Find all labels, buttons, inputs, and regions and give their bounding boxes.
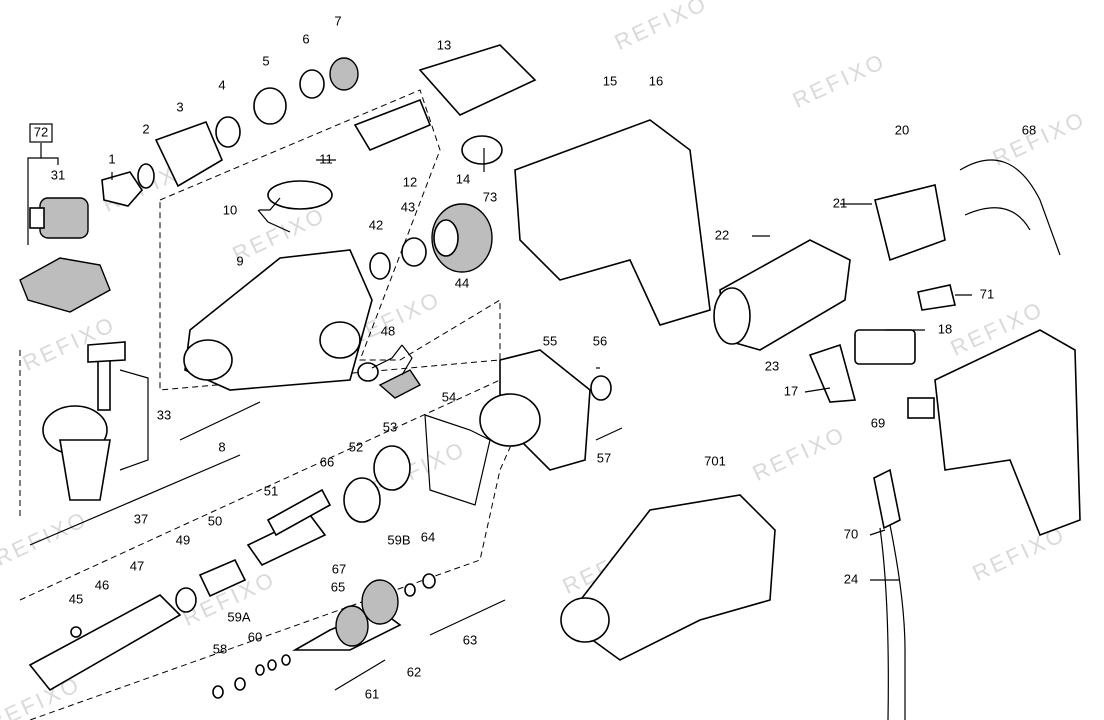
part-number-label: 15: [603, 73, 617, 88]
part-number-label: 701: [704, 453, 726, 468]
watermark-text: REFIXO: [969, 521, 1070, 586]
part-number-label: 50: [208, 513, 222, 528]
chuck-assembly: [19, 171, 144, 313]
part-number-label: 64: [421, 529, 435, 544]
part-number-label: 23: [765, 358, 779, 373]
part-number-label: 6: [302, 31, 309, 46]
part-number-label: 70: [844, 526, 858, 541]
part-number-label: 48: [381, 323, 395, 338]
part-number-label: 58: [213, 641, 227, 656]
part-number-label: 60: [248, 629, 262, 644]
part-number-label: 10: [223, 202, 237, 217]
part-number-label: 31: [51, 167, 65, 182]
part-number-label: 54: [442, 389, 456, 404]
complete-housing-701: [560, 494, 776, 661]
part-number-label: 16: [649, 73, 663, 88]
switch-parts: [808, 284, 956, 419]
power-cord: [873, 468, 906, 720]
part-number-label: 68: [1022, 122, 1036, 137]
part-number-label: 51: [264, 483, 278, 498]
watermark-text: REFIXO: [611, 0, 712, 55]
part-number-label: 5: [262, 53, 269, 68]
part-number-label: 43: [401, 199, 415, 214]
part-number-label: 12: [403, 174, 417, 189]
part-number-label: 53: [383, 419, 397, 434]
part-number-label: 67: [332, 561, 346, 576]
part-number-label: 59B: [387, 532, 410, 547]
part-number-label: 71: [980, 286, 994, 301]
part-number-label: 14: [456, 171, 470, 186]
part-number-label: 69: [871, 415, 885, 430]
bearing-plate: [343, 349, 591, 523]
part-number-label: 22: [715, 227, 729, 242]
part-number-label: 57: [597, 450, 611, 465]
cover-plates: [353, 44, 537, 165]
part-number-label: 20: [895, 122, 909, 137]
part-number-label: 1: [108, 151, 115, 166]
part-number-label: 56: [593, 333, 607, 348]
part-number-label: 2: [142, 121, 149, 136]
part-number-label: 8: [218, 439, 225, 454]
part-number-label: 47: [130, 558, 144, 573]
part-number-label: 18: [938, 321, 952, 336]
small-hardware: [70, 362, 623, 699]
part-number-label: 73: [483, 189, 497, 204]
part-number-label: 7: [334, 13, 341, 28]
part-number-label: 13: [437, 37, 451, 52]
part-number-label: 52: [349, 439, 363, 454]
part-number-label: 24: [844, 571, 858, 586]
spindle-assembly: [28, 488, 332, 692]
part-number-label: 63: [463, 632, 477, 647]
gear: [369, 203, 493, 280]
part-number-label: 45: [69, 591, 83, 606]
side-handle: [29, 341, 261, 546]
part-number-label: 46: [95, 577, 109, 592]
watermark-text: REFIXO: [749, 421, 850, 486]
right-housing: [934, 329, 1081, 537]
leader-lines: [27, 143, 972, 581]
front-rings: [137, 57, 359, 189]
part-number-label: 42: [369, 217, 383, 232]
motor: [713, 159, 1061, 351]
gear-cluster: [291, 579, 402, 691]
part-number-label: 49: [176, 532, 190, 547]
part-number-label: 3: [176, 99, 183, 114]
label-box-72: [29, 123, 53, 143]
part-number-label: 11: [319, 151, 333, 166]
part-number-label: 61: [365, 686, 379, 701]
gear-housing: [183, 180, 373, 391]
part-number-label: 55: [543, 333, 557, 348]
part-number-label: 65: [331, 579, 345, 594]
part-number-label: 72: [34, 124, 48, 139]
part-number-label: 37: [134, 511, 148, 526]
watermark-text: REFIXO: [789, 48, 890, 113]
watermark-text: REFIXO: [989, 106, 1090, 171]
part-number-label: 4: [218, 77, 225, 92]
handle-housing: [514, 119, 711, 326]
part-number-label: 59A: [227, 609, 250, 624]
part-number-label: 17: [784, 383, 798, 398]
part-number-label: 33: [157, 407, 171, 422]
part-number-label: 66: [320, 454, 334, 469]
part-number-label: 21: [833, 195, 847, 210]
part-number-label: 44: [455, 275, 469, 290]
part-number-label: 62: [407, 664, 421, 679]
part-number-label: 9: [236, 253, 243, 268]
